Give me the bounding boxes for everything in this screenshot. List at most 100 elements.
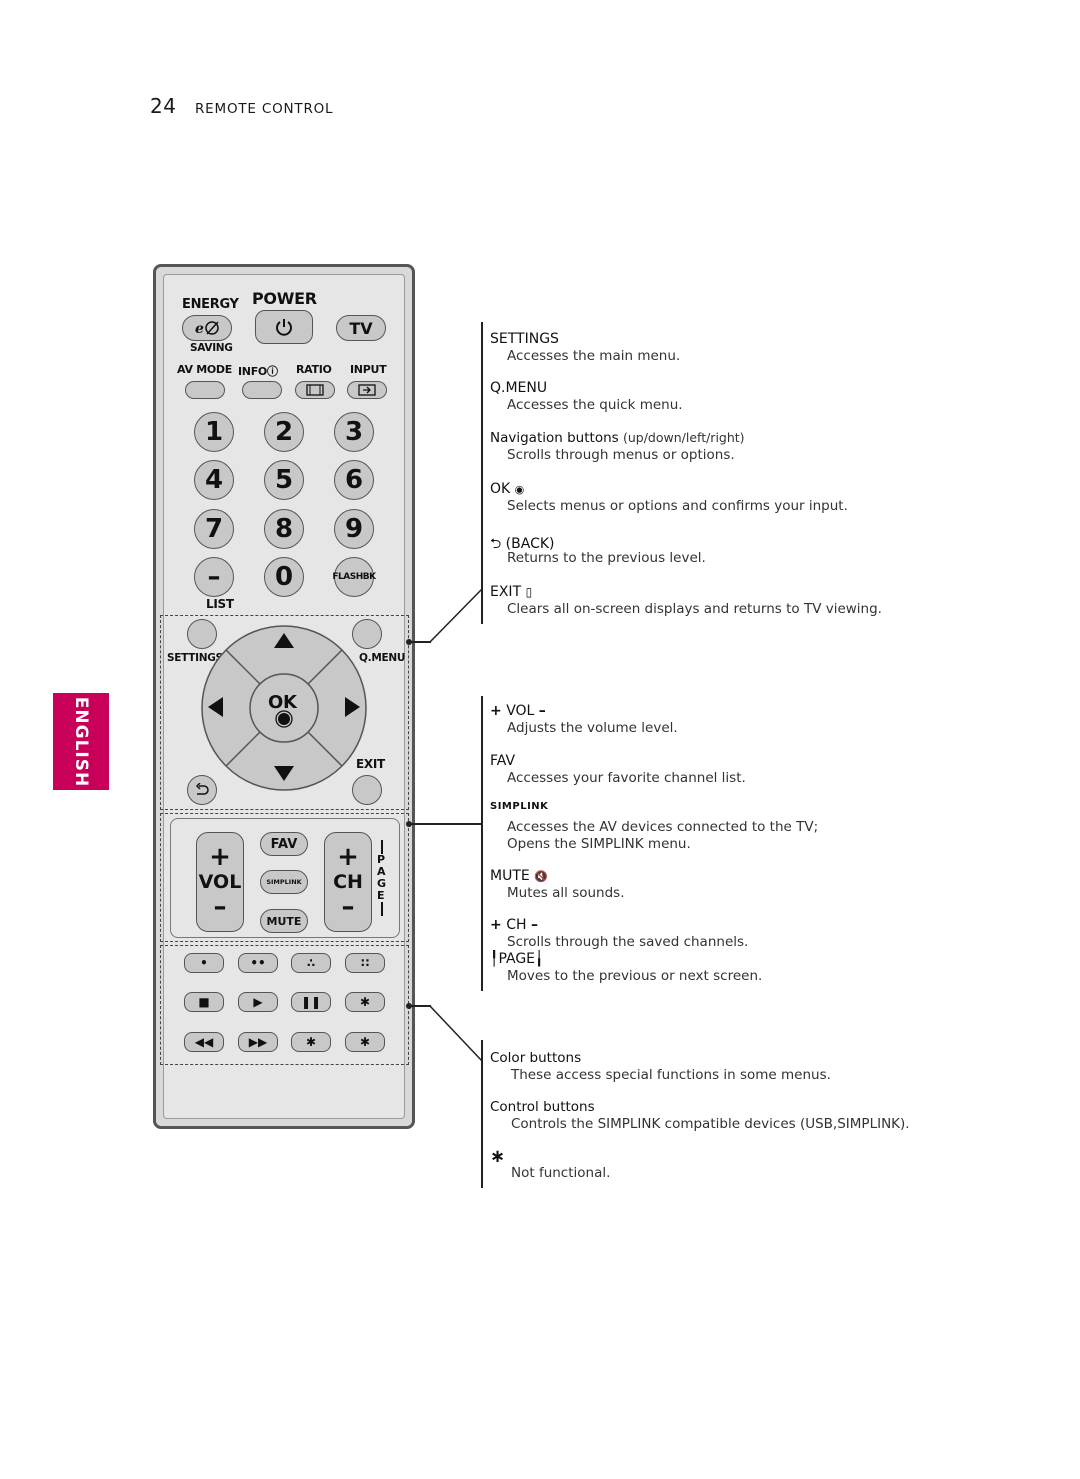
navigation-group	[160, 615, 409, 810]
number-2-button[interactable]: 2	[264, 412, 304, 452]
power-button[interactable]	[255, 310, 313, 344]
control-term: Control buttons	[490, 1099, 595, 1115]
star-desc: Not functional.	[511, 1165, 611, 1181]
vol-term-text: VOL	[506, 703, 535, 719]
power-icon	[276, 319, 292, 336]
mute-button[interactable]: MUTE	[260, 909, 308, 933]
up-arrow-icon[interactable]	[274, 633, 294, 648]
star-button-2[interactable]: ✱	[291, 1032, 331, 1052]
list-dash-button[interactable]: –	[194, 557, 234, 597]
page-side-label: P A G E	[377, 840, 389, 916]
asterisk-icon: ✱	[305, 1035, 317, 1049]
color-button-1[interactable]: •	[184, 953, 224, 973]
back-icon: ⮌	[490, 536, 502, 552]
ch-desc: Scrolls through the saved channels.	[507, 934, 749, 950]
stop-icon: ■	[198, 995, 210, 1009]
energy-saving-button[interactable]: e	[182, 315, 232, 341]
left-arrow-icon[interactable]	[208, 697, 223, 717]
page-desc: Moves to the previous or next screen.	[507, 968, 763, 984]
section-title: REMOTE CONTROL	[195, 101, 334, 117]
number-3-button[interactable]: 3	[334, 412, 374, 452]
ch-label: CH	[333, 871, 363, 893]
fast-forward-icon: ▶▶	[248, 1035, 268, 1049]
mute-term-text: MUTE	[490, 868, 530, 884]
page-letter-g: G	[377, 877, 386, 890]
volume-down-icon[interactable]: –	[213, 892, 227, 922]
simplink-term: SIMPLINK	[490, 801, 549, 812]
number-7-button[interactable]: 7	[194, 509, 234, 549]
number-0-button[interactable]: 0	[264, 557, 304, 597]
pause-icon: ❚❚	[300, 995, 322, 1009]
settings-button[interactable]	[187, 619, 217, 649]
navigation-pad[interactable]	[200, 625, 368, 791]
callout-line-1	[409, 641, 431, 643]
page-term: ╿PAGE╽	[490, 951, 543, 967]
mute-icon: 🔇	[534, 870, 548, 883]
description-group-navigation	[481, 322, 483, 624]
back-term-text: (BACK)	[505, 536, 555, 552]
description-group-control	[481, 1040, 483, 1188]
number-5-button[interactable]: 5	[264, 460, 304, 500]
channel-down-icon[interactable]: –	[341, 892, 355, 922]
qmenu-label: Q.MENU	[359, 652, 406, 664]
asterisk-icon: ✱	[359, 995, 371, 1009]
rewind-icon: ◀◀	[194, 1035, 214, 1049]
fav-button[interactable]: FAV	[260, 832, 308, 856]
play-icon: ▶	[253, 995, 263, 1009]
number-1-button[interactable]: 1	[194, 412, 234, 452]
exit-term: EXIT ▯	[490, 584, 532, 600]
tv-button[interactable]: TV	[336, 315, 386, 341]
color-button-3[interactable]: ∴	[291, 953, 331, 973]
pause-button[interactable]: ❚❚	[291, 992, 331, 1012]
number-6-button[interactable]: 6	[334, 460, 374, 500]
color-desc: These access special functions in some m…	[511, 1067, 831, 1083]
callout-line-3	[409, 1005, 431, 1007]
flashbk-button[interactable]: FLASHBK	[332, 557, 376, 597]
vol-desc: Adjusts the volume level.	[507, 720, 678, 736]
ratio-button[interactable]	[295, 381, 335, 399]
power-label: POWER	[252, 289, 317, 308]
exit-desc: Clears all on-screen displays and return…	[507, 601, 882, 617]
number-4-button[interactable]: 4	[194, 460, 234, 500]
input-icon	[358, 384, 376, 396]
volume-up-icon[interactable]: +	[209, 842, 231, 872]
color-button-4[interactable]: ∷	[345, 953, 385, 973]
mute-term: MUTE 🔇	[490, 868, 548, 884]
vol-label: VOL	[198, 871, 242, 893]
settings-term: SETTINGS	[490, 331, 559, 347]
ok-dot-icon: ◉	[514, 483, 525, 496]
star-button-3[interactable]: ✱	[345, 1032, 385, 1052]
back-button[interactable]	[187, 775, 217, 805]
callout-diagonal-3	[430, 1005, 483, 1062]
page-number: 24	[150, 94, 177, 118]
control-desc: Controls the SIMPLINK compatible devices…	[511, 1116, 910, 1132]
channel-up-icon[interactable]: +	[337, 842, 359, 872]
exit-term-text: EXIT	[490, 584, 522, 600]
back-term: ⮌ (BACK)	[490, 533, 555, 557]
qmenu-button[interactable]	[352, 619, 382, 649]
qmenu-desc: Accesses the quick menu.	[507, 397, 683, 413]
color-button-2[interactable]: ••	[238, 953, 278, 973]
volume-rocker[interactable]: + VOL –	[196, 832, 244, 932]
number-8-button[interactable]: 8	[264, 509, 304, 549]
rewind-button[interactable]: ◀◀	[184, 1032, 224, 1052]
play-button[interactable]: ▶	[238, 992, 278, 1012]
input-button[interactable]	[347, 381, 387, 399]
number-9-button[interactable]: 9	[334, 509, 374, 549]
down-arrow-icon[interactable]	[274, 766, 294, 781]
right-arrow-icon[interactable]	[345, 697, 360, 717]
star-button-1[interactable]: ✱	[345, 992, 385, 1012]
volume-channel-frame	[170, 818, 400, 938]
channel-rocker[interactable]: + CH –	[324, 832, 372, 932]
volume-channel-group	[160, 813, 409, 942]
settings-desc: Accesses the main menu.	[507, 348, 681, 364]
av-mode-button[interactable]	[185, 381, 225, 399]
info-button[interactable]	[242, 381, 282, 399]
exit-button[interactable]	[352, 775, 382, 805]
simplink-desc-1: Accesses the AV devices connected to the…	[507, 819, 819, 835]
stop-button[interactable]: ■	[184, 992, 224, 1012]
fast-forward-button[interactable]: ▶▶	[238, 1032, 278, 1052]
simplink-button[interactable]: SIMPLINK	[260, 870, 308, 894]
minus-icon: –	[530, 917, 538, 933]
nav-term-note: (up/down/left/right)	[622, 430, 745, 445]
